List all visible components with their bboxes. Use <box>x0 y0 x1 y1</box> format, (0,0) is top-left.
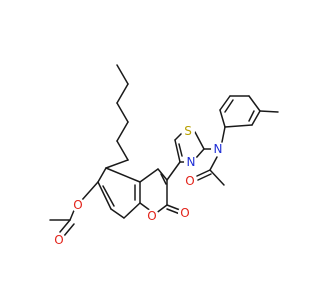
amide-oxygen-label: O <box>185 174 194 188</box>
bond <box>116 140 129 161</box>
bond <box>123 202 141 219</box>
bond <box>248 95 261 112</box>
bond <box>97 167 107 183</box>
amide-nitrogen-label: N <box>214 142 223 156</box>
bond <box>197 173 212 181</box>
lactone-oxygen-label: O <box>180 206 189 220</box>
ester-carbonyl-oxygen-label: O <box>54 233 63 247</box>
molecule-diagram: S N N O O O O O <box>49 64 279 247</box>
bond <box>221 126 226 143</box>
atom-labels: S N N O O O O O <box>52 124 225 247</box>
bond <box>116 121 129 142</box>
bond <box>157 168 168 181</box>
bond <box>110 208 125 219</box>
sulfur-atom-label: S <box>184 124 192 138</box>
bond <box>178 143 183 157</box>
bond <box>160 173 167 185</box>
bond <box>248 110 255 122</box>
bond <box>105 159 129 169</box>
bonds <box>49 64 279 237</box>
bond <box>174 139 181 163</box>
bond <box>224 99 234 113</box>
bond <box>219 109 226 128</box>
bond <box>63 223 75 237</box>
bond <box>166 204 181 211</box>
bond <box>59 219 71 233</box>
bond <box>251 110 261 126</box>
bond <box>224 124 253 128</box>
bond <box>116 64 129 85</box>
bond <box>105 167 141 183</box>
bond <box>81 181 99 201</box>
bond <box>102 185 115 207</box>
ring-oxygen-label: O <box>147 209 156 223</box>
bond <box>139 168 159 183</box>
bond <box>166 208 181 215</box>
bond <box>259 110 279 113</box>
bond <box>209 169 225 186</box>
bond <box>219 95 231 111</box>
bond <box>166 161 181 181</box>
structure-canvas: S N N O O O O O <box>49 64 279 247</box>
bond <box>97 181 112 210</box>
bond <box>195 148 205 159</box>
bond <box>196 169 211 177</box>
bond <box>116 83 129 104</box>
ester-oxygen-label: O <box>73 198 82 212</box>
thiazole-nitrogen-label: N <box>187 155 196 169</box>
bond <box>116 102 129 123</box>
bond <box>209 156 218 171</box>
bond <box>194 131 205 150</box>
